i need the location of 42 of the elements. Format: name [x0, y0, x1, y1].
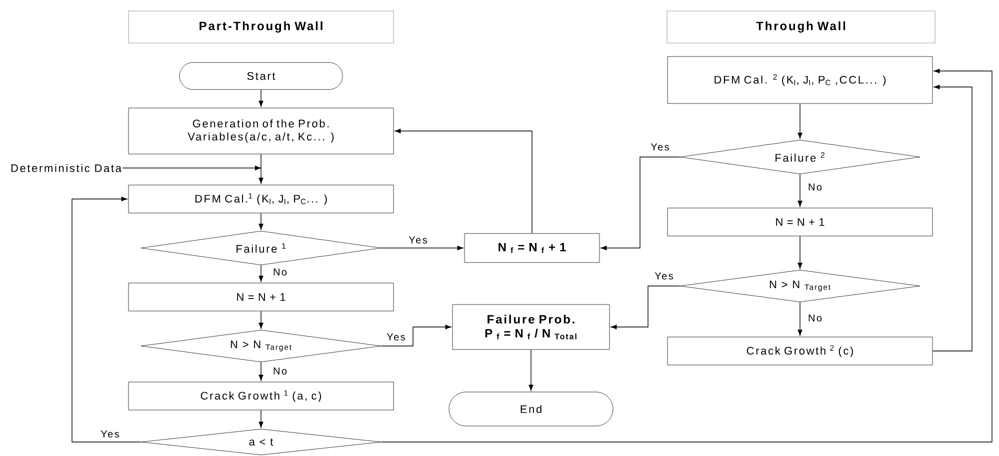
arrow [610, 286, 680, 330]
process-box: DFM Cal. $^{2}$ (K$_{I}$, J$_{I}$, P$_{C}$ ,CCL... ) [667, 56, 933, 104]
edge-label: Yes [650, 142, 670, 152]
edge-label: No [807, 182, 823, 192]
process-box: Crack Growth $^{1}$ (a, c) [128, 382, 394, 410]
arrow [258, 89, 264, 107]
process-box: N = N + 1 [128, 282, 394, 312]
input-text: Deterministic Data [11, 164, 122, 172]
arrow [258, 154, 264, 184]
edge-label: No [272, 268, 288, 276]
arrow [394, 128, 532, 234]
heading-box: Part-Through Wall [128, 10, 394, 44]
arrow [798, 103, 802, 139]
edge-label: Yes [100, 430, 120, 438]
arrow [528, 349, 534, 391]
arrow [122, 166, 261, 170]
edge-label: Yes [408, 236, 428, 244]
edge-label: No [272, 366, 288, 376]
result-box: Failure Prob. P $_{f}$ = N $_{f}$ / N $_{Total}$ [452, 304, 610, 350]
arrow [258, 212, 264, 230]
heading-box: Through Wall [666, 10, 936, 44]
arrow [258, 310, 264, 329]
arrow [258, 362, 264, 381]
arrow [258, 264, 264, 282]
process-box: Generation of the Prob. Variables(a/c, a/t, Kc... ) [128, 108, 394, 154]
arrow [380, 324, 452, 346]
arrow [600, 156, 680, 250]
arrow [798, 236, 802, 269]
arrow [932, 84, 972, 352]
arrow [380, 68, 992, 442]
arrow [72, 196, 142, 442]
process-box: N = N + 1 [667, 208, 933, 236]
arrow [798, 302, 802, 336]
edge-label: No [807, 314, 823, 322]
process-box: Crack Growth $^{2}$ (c) [667, 336, 933, 366]
arrow [380, 246, 464, 250]
process-box: N $_{f}$ = N $_{f}$ + 1 [464, 233, 600, 263]
edge-label: Yes [386, 332, 406, 342]
edge-label: Yes [654, 272, 674, 280]
arrow [798, 174, 802, 207]
arrow [258, 410, 264, 428]
process-box: DFM Cal.$^{1}$ (K$_{I}$, J$_{I}$, P$_{C}$... ) [128, 184, 394, 214]
